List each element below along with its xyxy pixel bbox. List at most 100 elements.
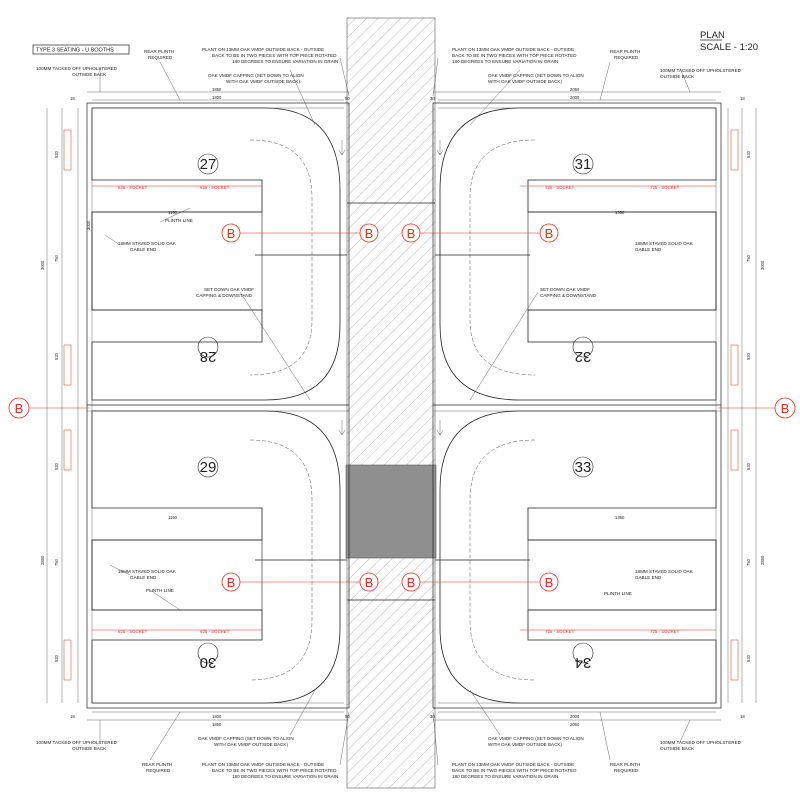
svg-text:B: B (781, 401, 790, 416)
leader-capping-br (469, 689, 501, 736)
note-staved-tl-1: 18MM STAVED SOLID OAK (118, 241, 177, 246)
note-staved-bl-1: 18MM STAVED SOLID OAK (118, 569, 177, 574)
note-rear-tr-2: REQUIRED (614, 55, 639, 60)
right-dim-750-a: 750 (746, 254, 751, 262)
dim-bottom-right-18: 18 (740, 714, 745, 719)
arrow-icon-top-left (338, 140, 346, 156)
section-marker-right-top-b[interactable]: B (539, 223, 559, 243)
dim-bottom-left-outer: 1850 (212, 722, 222, 727)
right-dim-520-d: 520 (746, 654, 751, 662)
booth-30-number: 30 (200, 654, 217, 671)
table-31-32 (527, 211, 717, 311)
booth-29-number: 29 (200, 459, 217, 476)
svg-text:B: B (545, 226, 554, 241)
leader-plant-tl (339, 57, 350, 97)
plinth-width-right-top: 1350 (615, 210, 625, 215)
note-rear-br-2: REQUIRED (614, 768, 639, 773)
left-dim-750-b: 750 (54, 558, 59, 566)
plinth-width-right-bottom: 1350 (615, 515, 625, 520)
note-tacked-tl-2: OUTSIDE BACK (72, 72, 107, 77)
note-capping-br-1: OAK VMDF CAPPING (SET DOWN TO ALIGN (488, 736, 584, 741)
svg-text:B: B (15, 401, 24, 416)
left-red-tag-1 (63, 129, 72, 171)
section-marker-left-bottom-b[interactable]: B (359, 572, 379, 592)
leader-rear-tr (599, 61, 611, 101)
booth-32-number: 32 (575, 348, 592, 365)
dim-top-left-18: 18 (70, 96, 75, 101)
right-red-tag-2 (730, 344, 739, 386)
socket-label-5: 725 - SOCKET (545, 185, 575, 190)
note-setdown-l-2: CAPPING & DOWNSTAND (196, 293, 253, 298)
booth-34-circle (572, 642, 594, 664)
note-plant-tr-1: PLANT ON 13MM OAK VMDF OUTSIDE BACK - OU… (452, 47, 574, 52)
leader-tacked-br (679, 719, 691, 743)
leader-setdown-r (469, 291, 539, 401)
arrow-icon-mid-left (338, 420, 346, 436)
right-red-tag-1 (730, 129, 739, 171)
section-marker-right-bottom-a[interactable]: B (401, 572, 421, 592)
note-tacked-tl-1: 100MM TACKED OFF UPHOLSTERED (36, 66, 118, 71)
section-marker-right-top-a[interactable]: B (401, 223, 421, 243)
right-red-tag-4 (730, 639, 739, 681)
dim-bottom-right-30: 30 (430, 714, 435, 719)
booth-27-28-seat (91, 107, 341, 401)
section-marker-right-bottom-b[interactable]: B (539, 572, 559, 592)
left-dim-750-a: 750 (54, 254, 59, 262)
note-capping-tr-1: OAK VMDF CAPPING (SET DOWN TO ALIGN (488, 73, 584, 78)
note-tacked-bl-2: OUTSIDE BACK (72, 746, 107, 751)
svg-text:B: B (365, 575, 374, 590)
note-plant-tl-2: BACK TO BE IN TWO PIECES WITH TOP PIECE … (212, 53, 337, 58)
note-plinth-tl: PLINTH LINE (165, 218, 193, 223)
note-plant-tr-3: 180 DEGREES TO ENSURE VARIATION IN GRAIN (452, 59, 558, 64)
table-33-34 (527, 539, 717, 611)
note-plant-tl-1: PLANT ON 13MM OAK VMDF OUTSIDE BACK - OU… (202, 47, 324, 52)
plinth-width-left-bottom: 1150 (168, 515, 178, 520)
leader-capping-tr (469, 69, 521, 126)
right-booth-frame (432, 102, 722, 709)
leader-plant-tr (432, 57, 439, 97)
svg-text:B: B (227, 226, 236, 241)
note-tacked-tr-1: 100MM TACKED OFF UPHOLSTERED (660, 68, 742, 73)
note-staved-tr-2: GABLE END (635, 247, 662, 252)
note-rear-tl-1: REAR PLINTH (144, 49, 174, 54)
svg-text:B: B (365, 226, 374, 241)
section-marker-left-bottom-a[interactable]: B (221, 572, 241, 592)
note-plinth-bl: PLINTH LINE (146, 588, 174, 593)
dim-top-right-inner: 2000 (570, 95, 580, 100)
note-capping-tl-1: OAK VMDF CAPPING (SET DOWN TO ALIGN (208, 73, 304, 78)
type-label: TYPE 3 SEATING - U BOOTHS (36, 48, 114, 54)
note-plant-bl-1: PLANT ON 13MM OAK VMDF OUTSIDE BACK - OU… (202, 762, 324, 767)
socket-label-8: 725 - SOCKET (650, 629, 680, 634)
booth-28-circle (197, 336, 219, 358)
section-marker-left-top-a[interactable]: B (221, 223, 241, 243)
leader-staved-bl (109, 564, 131, 576)
leader-capping-tl (289, 69, 316, 126)
note-rear-bl-2: REQUIRED (146, 768, 171, 773)
dim-bottom-right-inner: 2000 (570, 714, 580, 719)
booth-27-number: 27 (200, 156, 217, 173)
section-marker-far-left[interactable]: B (8, 397, 30, 419)
leader-rear-bl (149, 711, 181, 761)
dim-bottom-left-18: 18 (70, 714, 75, 719)
right-dim-3000: 3000 (760, 260, 765, 270)
note-setdown-r-1: SET DOWN OAK VMDF (540, 287, 590, 292)
section-marker-left-top-b[interactable]: B (359, 223, 379, 243)
arrow-icon-top-right (436, 140, 444, 156)
leader-capping-bl (289, 689, 316, 736)
leader-staved-tl (104, 234, 121, 246)
left-dim-520-b: 520 (54, 352, 59, 360)
section-marker-far-right[interactable]: B (774, 397, 796, 419)
booth-33-number: 33 (575, 459, 592, 476)
socket-label-2: 625 - SOCKET (200, 185, 230, 190)
right-dim-520-c: 520 (746, 462, 751, 470)
left-dim-inner-a: 3000 (86, 220, 91, 230)
leader-plant-bl (339, 711, 350, 766)
dim-top-right-outer: 2050 (570, 87, 580, 92)
note-setdown-r-2: CAPPING & DOWNSTAND (540, 293, 597, 298)
right-dim-2850: 2850 (760, 555, 765, 565)
left-red-tag-3 (63, 429, 72, 471)
leader-plant-br (432, 711, 439, 766)
booth-30-circle (197, 642, 219, 664)
note-setdown-l-1: SET DOWN OAK VMDF (204, 287, 254, 292)
